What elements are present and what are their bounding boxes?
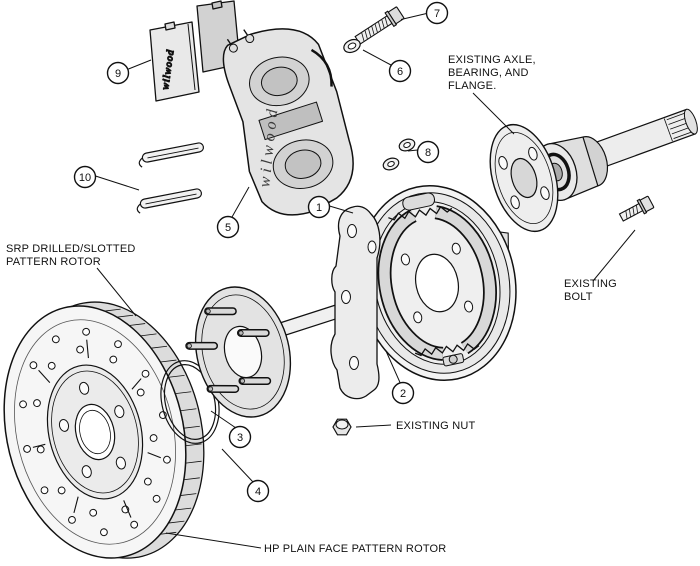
hub	[185, 286, 292, 418]
callouts: 1 2 3 4 5 6 7 8	[73, 1, 449, 503]
svg-text:9: 9	[115, 68, 121, 80]
leader-bolt-label	[592, 229, 636, 282]
callout-9: 9	[106, 61, 130, 85]
svg-text:5: 5	[225, 222, 231, 234]
leader-hp-label	[165, 532, 262, 549]
shim-washers	[382, 138, 416, 171]
svg-text:6: 6	[397, 66, 403, 78]
svg-text:8: 8	[425, 147, 431, 159]
label-existing-bolt-line2: BOLT	[564, 291, 593, 303]
callout-10: 10	[73, 165, 97, 189]
callout-1: 1	[307, 195, 331, 219]
callout-4: 4	[246, 479, 270, 503]
text-labels: EXISTING AXLE, BEARING, AND FLANGE. EXIS…	[6, 54, 617, 555]
caliper-bolt	[354, 6, 405, 45]
label-existing-axle-line1: EXISTING AXLE,	[448, 54, 536, 66]
callout-2: 2	[391, 381, 415, 405]
label-existing-axle-line3: FLANGE.	[448, 80, 496, 92]
leader-callout-2	[385, 350, 401, 383]
leader-callout-5	[231, 186, 250, 218]
pad-clips	[136, 142, 205, 214]
existing-bolt	[618, 195, 655, 222]
leader-callout-4	[221, 448, 254, 483]
mounting-bracket	[330, 205, 381, 400]
leader-axle-label	[472, 92, 515, 135]
leader-nut-label	[355, 424, 392, 428]
backing-plate	[357, 185, 517, 381]
label-srp-rotor-line2: PATTERN ROTOR	[6, 256, 101, 268]
leader-callout-3	[210, 410, 237, 429]
svg-text:10: 10	[79, 172, 91, 184]
leader-callout-9	[128, 59, 152, 70]
label-srp-rotor-line1: SRP DRILLED/SLOTTED	[6, 243, 136, 255]
existing-nut	[332, 418, 352, 436]
svg-text:3: 3	[237, 432, 243, 444]
brake-pads: wilwood	[149, 0, 241, 102]
axle-flange	[489, 123, 559, 233]
leader-callout-10	[95, 175, 140, 191]
leader-callout-6	[362, 49, 392, 66]
callout-7: 7	[425, 1, 449, 25]
svg-text:7: 7	[434, 8, 440, 20]
svg-text:2: 2	[400, 388, 406, 400]
callout-3: 3	[228, 425, 252, 449]
leader-callout-7	[400, 13, 427, 20]
svg-text:1: 1	[316, 202, 322, 214]
label-existing-nut: EXISTING NUT	[396, 420, 475, 432]
label-hp-rotor: HP PLAIN FACE PATTERN ROTOR	[264, 543, 446, 555]
caliper: wilwood	[222, 28, 354, 216]
callout-6: 6	[388, 59, 412, 83]
svg-text:4: 4	[255, 486, 261, 498]
callout-5: 5	[216, 215, 240, 239]
rotor	[3, 301, 205, 559]
leader-lines	[95, 13, 636, 549]
leader-srp-label	[96, 267, 137, 317]
washer	[343, 38, 361, 54]
leader-callout-8	[407, 149, 418, 152]
leader-callout-1	[329, 205, 354, 214]
label-existing-bolt-line1: EXISTING	[564, 278, 617, 290]
label-existing-axle-line2: BEARING, AND	[448, 67, 529, 79]
callout-8: 8	[416, 140, 440, 164]
